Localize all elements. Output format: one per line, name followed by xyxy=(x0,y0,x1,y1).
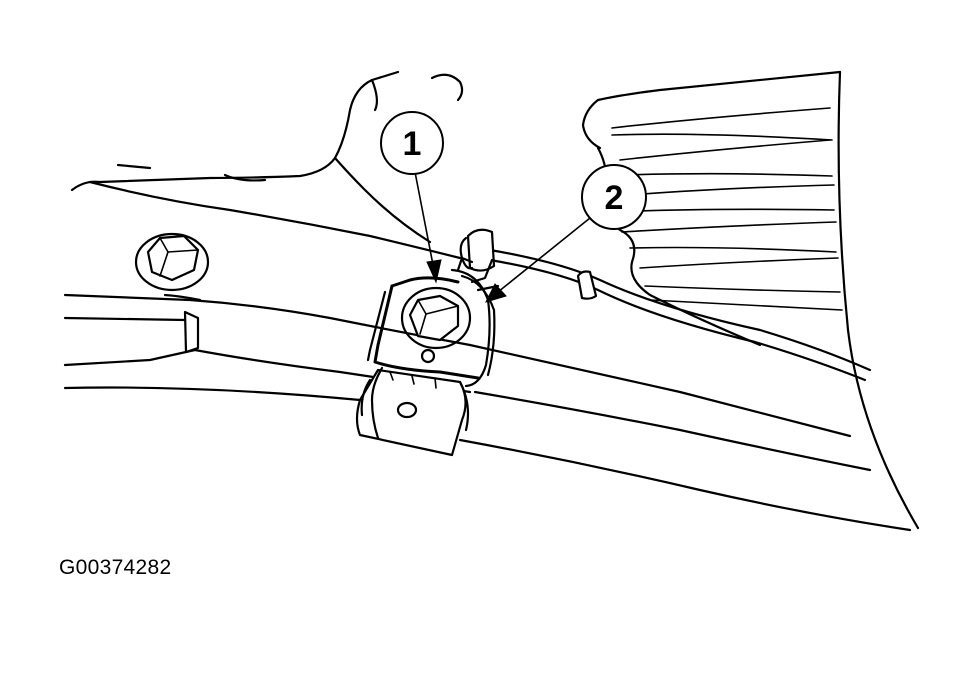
vehicle-frame-lower xyxy=(63,293,912,532)
cable-grommet xyxy=(355,366,470,457)
vehicle-body-panel xyxy=(581,70,920,530)
arrow-2-line xyxy=(497,217,591,293)
vehicle-frame-upper xyxy=(70,70,464,260)
callout-1-label: 1 xyxy=(403,125,422,163)
frame-bolt xyxy=(134,232,210,292)
arrow-2-head xyxy=(485,283,507,303)
callout-2-label: 2 xyxy=(605,179,624,217)
callout-2: 2 xyxy=(581,164,647,230)
arrow-1-head xyxy=(426,259,442,284)
arrow-1-line xyxy=(414,171,435,271)
callout-1: 1 xyxy=(380,111,444,175)
brake-cable xyxy=(459,228,872,382)
leader-arrows xyxy=(414,171,591,303)
bracket-bolt xyxy=(400,286,472,364)
figure-reference-code: G00374282 xyxy=(59,556,172,579)
